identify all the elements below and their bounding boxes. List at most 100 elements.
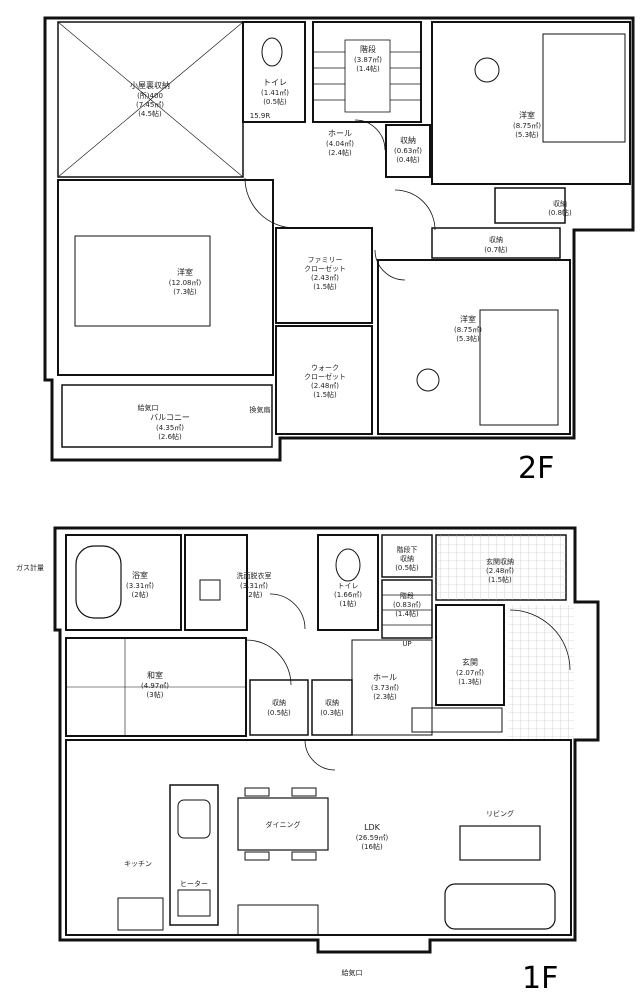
svg-text:(3.87㎡): (3.87㎡) — [354, 56, 382, 64]
svg-text:(4.35㎡): (4.35㎡) — [156, 424, 184, 432]
svg-text:(1.66㎡): (1.66㎡) — [334, 591, 362, 599]
svg-text:(5.3帖): (5.3帖) — [515, 130, 539, 139]
svg-text:(4.5帖): (4.5帖) — [138, 109, 162, 118]
hall-2f-name: ホール — [328, 129, 352, 138]
stairs-1f — [381, 579, 433, 639]
labels-2f: 小屋裏収納 (所)400 (7.45㎡) (4.5帖) トイレ (1.41㎡) … — [130, 44, 572, 486]
storage-mid-2f — [431, 227, 561, 259]
washroom-name: 洗面脱衣室 — [237, 571, 272, 580]
entrance-name: 玄関 — [462, 657, 478, 667]
labels-1f: 浴室 (3.31㎡) (2帖) 洗面脱衣室 (3.31㎡) (2帖) トイレ (… — [16, 545, 558, 996]
svg-text:(1.4帖): (1.4帖) — [356, 64, 380, 73]
storage-small-2f — [385, 124, 431, 178]
storage-ne-name: 収納 — [553, 199, 567, 208]
dining-name: ダイニング — [266, 820, 301, 829]
svg-text:(0.63㎡): (0.63㎡) — [394, 147, 422, 155]
svg-text:(2.48㎡): (2.48㎡) — [311, 382, 339, 390]
western-se-name: 洋室 — [460, 314, 476, 324]
washroom — [184, 534, 248, 631]
kitchen-name: キッチン — [124, 860, 152, 868]
svg-text:(2.4帖): (2.4帖) — [328, 148, 352, 157]
balcony — [61, 384, 273, 448]
entrance-storage-name: 玄関収納 — [486, 557, 514, 566]
storage-mid-name: 収納 — [489, 235, 503, 244]
storage-under-name: 階段下 — [397, 545, 418, 554]
svg-text:(3.73㎡): (3.73㎡) — [371, 684, 399, 692]
vent-label-1f: 給気口 — [342, 968, 363, 977]
svg-text:(1.5帖): (1.5帖) — [313, 390, 337, 399]
storage-b-1f — [311, 679, 353, 736]
bath-name: 浴室 — [132, 570, 148, 580]
fan-label-2f: 換気扇 — [250, 405, 271, 414]
stairs-1f-name: 階段 — [400, 591, 414, 600]
svg-text:(0.4帖): (0.4帖) — [396, 155, 420, 164]
toilet-2f-name: トイレ — [263, 78, 287, 87]
family-closet-name: ファミリー — [308, 256, 343, 264]
heater-name: ヒーター — [180, 879, 208, 888]
attic-note: 15.9R — [250, 112, 271, 120]
toilet-1f-name: トイレ — [338, 582, 359, 590]
toilet-1f — [317, 534, 379, 631]
svg-text:(0.5帖): (0.5帖) — [395, 563, 419, 572]
dining-table — [237, 797, 329, 851]
hall-1f — [351, 639, 433, 736]
svg-text:(2.6帖): (2.6帖) — [158, 432, 182, 441]
storage-small-name: 収納 — [400, 135, 416, 145]
svg-text:(0.3帖): (0.3帖) — [320, 708, 344, 717]
svg-text:クローゼット: クローゼット — [304, 372, 346, 381]
svg-text:(5.3帖): (5.3帖) — [456, 334, 480, 343]
svg-text:(26.59㎡): (26.59㎡) — [356, 834, 389, 842]
entrance — [435, 604, 505, 706]
svg-text:クローゼット: クローゼット — [304, 264, 346, 273]
attic-name: 小屋裏収納 — [130, 80, 170, 90]
walkin-closet — [275, 325, 373, 435]
up-label: UP — [402, 640, 411, 648]
western-room-ne — [431, 21, 631, 185]
svg-text:(0.7帖): (0.7帖) — [484, 245, 508, 254]
svg-text:(1.3帖): (1.3帖) — [458, 677, 482, 686]
svg-text:(8.75㎡): (8.75㎡) — [513, 122, 541, 130]
floor-label-2f: 2F — [518, 451, 554, 486]
svg-text:(3.31㎡): (3.31㎡) — [240, 582, 268, 590]
balcony-name: バルコニー — [150, 413, 190, 422]
svg-text:(所)400: (所)400 — [137, 91, 163, 100]
western-ne-name: 洋室 — [519, 110, 535, 120]
ldk-name: LDK — [364, 823, 381, 832]
svg-text:収納: 収納 — [400, 554, 414, 563]
svg-text:(0.5帖): (0.5帖) — [267, 708, 291, 717]
living-name: リビング — [486, 809, 514, 818]
walkin-name: ウォーク — [311, 364, 339, 372]
svg-text:(2帖): (2帖) — [246, 590, 263, 599]
svg-text:(1.5帖): (1.5帖) — [313, 282, 337, 291]
svg-text:(0.8帖): (0.8帖) — [548, 208, 572, 217]
sofa — [444, 883, 556, 930]
family-closet — [275, 227, 373, 324]
svg-text:(2.43㎡): (2.43㎡) — [311, 274, 339, 282]
svg-text:(3帖): (3帖) — [147, 690, 164, 699]
floor-2f — [43, 16, 635, 462]
svg-text:(3.31㎡): (3.31㎡) — [126, 582, 154, 590]
svg-text:(4.04㎡): (4.04㎡) — [326, 140, 354, 148]
storage-b-name: 収納 — [325, 698, 339, 707]
svg-text:(1.4帖): (1.4帖) — [395, 609, 419, 618]
storage-a-name: 収納 — [272, 698, 286, 707]
storage-ne-2f — [494, 187, 566, 224]
storage-under-stairs — [381, 534, 433, 578]
svg-text:(0.5帖): (0.5帖) — [263, 97, 287, 106]
western-main-name: 洋室 — [177, 267, 193, 277]
svg-text:(1帖): (1帖) — [340, 599, 357, 608]
svg-text:(0.83㎡): (0.83㎡) — [393, 601, 421, 609]
svg-text:(7.45㎡): (7.45㎡) — [136, 101, 164, 109]
western-room-main — [57, 179, 274, 376]
storage-a-1f — [249, 679, 309, 736]
svg-text:(7.3帖): (7.3帖) — [173, 287, 197, 296]
svg-text:(16帖): (16帖) — [361, 842, 383, 851]
svg-text:(2.48㎡): (2.48㎡) — [486, 567, 514, 575]
svg-text:(8.75㎡): (8.75㎡) — [454, 326, 482, 334]
svg-text:(1.41㎡): (1.41㎡) — [261, 89, 289, 97]
svg-text:(4.97㎡): (4.97㎡) — [141, 682, 169, 690]
hall-1f-name: ホール — [373, 673, 397, 682]
living-table — [459, 825, 541, 861]
western-room-se — [377, 259, 571, 435]
